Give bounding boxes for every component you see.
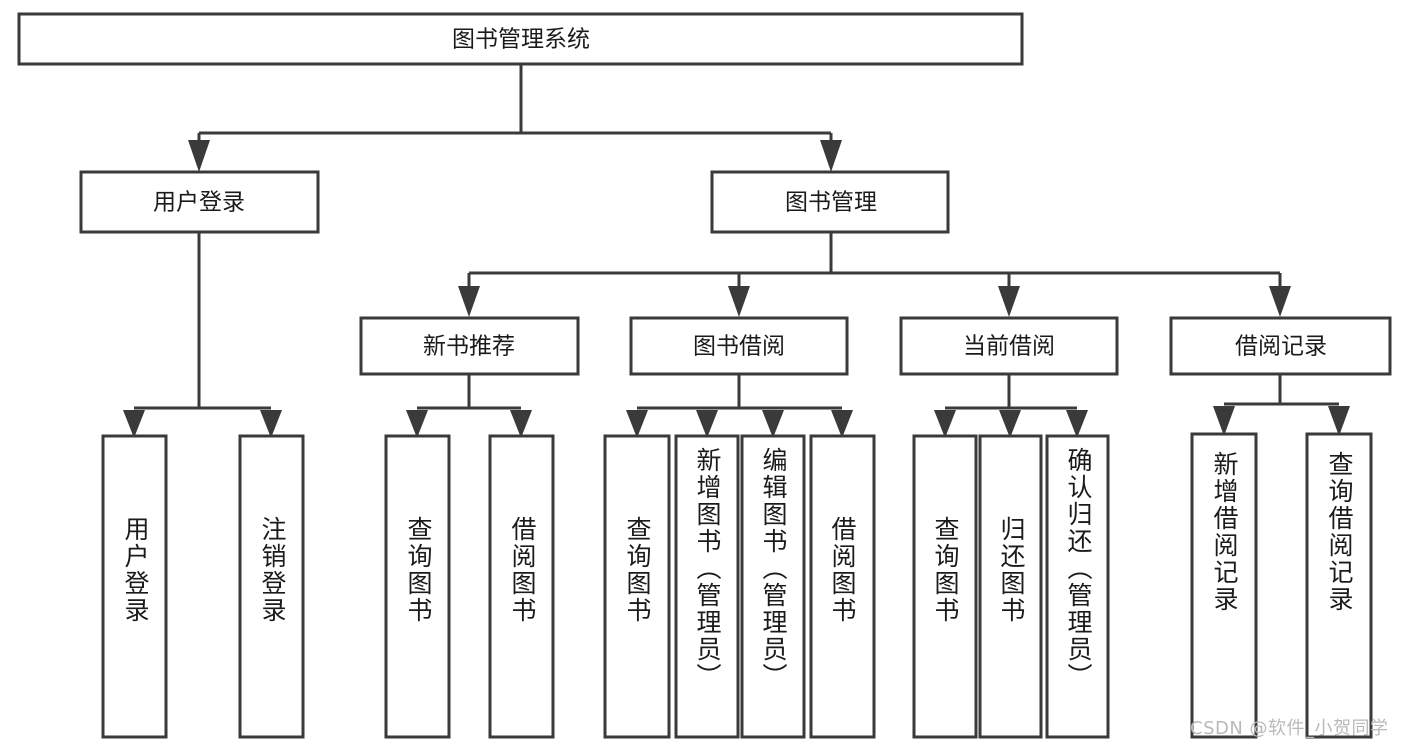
arrow-bookmgmt-to-newbook bbox=[458, 286, 480, 317]
arrow-borrow-leaf-1 bbox=[626, 410, 648, 438]
leaf-box-book-borrow-4[interactable] bbox=[809, 434, 876, 739]
node-borrow-record-label: 借阅记录 bbox=[1235, 334, 1327, 360]
leaf-box-borrow-record-2[interactable] bbox=[1305, 432, 1373, 739]
arrow-root-to-bookmgmt bbox=[820, 140, 842, 172]
leaf-box-new-book-1[interactable] bbox=[384, 434, 451, 739]
node-user-login-label: 用户登录 bbox=[153, 190, 245, 216]
leaf-box-book-borrow-3[interactable] bbox=[740, 434, 806, 739]
arrow-newbook-leaf-1 bbox=[406, 410, 428, 438]
arrow-current-leaf-2 bbox=[999, 410, 1021, 438]
arrow-record-leaf-1 bbox=[1213, 406, 1235, 436]
node-root[interactable] bbox=[17, 12, 1024, 66]
node-new-book-recommend-label: 新书推荐 bbox=[423, 334, 515, 360]
arrow-bookmgmt-to-borrow bbox=[728, 286, 750, 317]
arrow-borrow-leaf-4 bbox=[831, 410, 853, 438]
arrow-bookmgmt-to-current bbox=[998, 286, 1020, 317]
node-new-book-recommend-box[interactable] bbox=[359, 316, 580, 376]
node-root-box[interactable] bbox=[17, 12, 1024, 66]
node-borrow-record[interactable] bbox=[1169, 316, 1392, 376]
node-book-management[interactable] bbox=[710, 170, 950, 234]
node-borrow-record-box[interactable] bbox=[1169, 316, 1392, 376]
leaf-box-new-book-2[interactable] bbox=[488, 434, 555, 739]
arrow-record-leaf-2 bbox=[1328, 406, 1350, 436]
leaf-box-current-borrow-3[interactable] bbox=[1045, 434, 1110, 739]
arrow-login-leaf-1 bbox=[123, 410, 145, 438]
node-book-borrow-label: 图书借阅 bbox=[693, 334, 785, 360]
leaf-box-user-login-2[interactable] bbox=[238, 434, 305, 739]
node-root-label: 图书管理系统 bbox=[452, 27, 590, 53]
leaf-box-borrow-record-1[interactable] bbox=[1190, 432, 1258, 739]
arrow-bookmgmt-to-record bbox=[1269, 286, 1291, 317]
arrow-login-leaf-2 bbox=[260, 410, 282, 438]
node-book-management-box[interactable] bbox=[710, 170, 950, 234]
leaf-box-book-borrow-1[interactable] bbox=[603, 434, 671, 739]
arrow-current-leaf-1 bbox=[934, 410, 956, 438]
node-current-borrow-label: 当前借阅 bbox=[963, 334, 1055, 360]
arrow-root-to-login bbox=[188, 140, 210, 172]
arrow-current-leaf-3 bbox=[1066, 410, 1088, 438]
arrow-newbook-leaf-2 bbox=[510, 410, 532, 438]
leaf-box-book-borrow-2[interactable] bbox=[674, 434, 740, 739]
csdn-watermark: CSDN @软件_小贺同学 bbox=[1190, 718, 1389, 739]
leaf-box-current-borrow-1[interactable] bbox=[912, 434, 978, 739]
leaf-box-user-login-1[interactable] bbox=[101, 434, 168, 739]
arrow-borrow-leaf-3 bbox=[762, 410, 784, 438]
arrow-borrow-leaf-2 bbox=[696, 410, 718, 438]
leaf-box-current-borrow-2[interactable] bbox=[978, 434, 1043, 739]
node-book-management-label: 图书管理 bbox=[785, 190, 877, 216]
node-new-book-recommend[interactable] bbox=[359, 316, 580, 376]
